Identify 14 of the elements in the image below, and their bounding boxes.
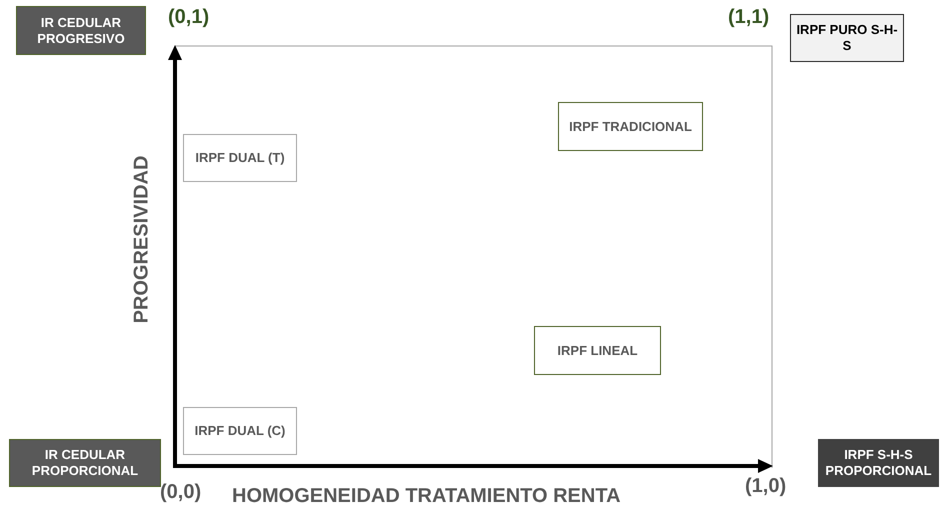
category-box: IRPF DUAL (C) (183, 407, 297, 455)
corner-coordinate: (1,1) (728, 6, 770, 29)
category-box: IRPF S-H-S PROPORCIONAL (818, 439, 939, 487)
corner-coordinate: (0,1) (168, 6, 210, 29)
axis-title: HOMOGENEIDAD TRATAMIENTO RENTA (232, 485, 621, 508)
axis-title: PROGRESIVIDAD (130, 154, 154, 326)
corner-coordinate: (0,0) (160, 481, 202, 504)
category-box: IRPF TRADICIONAL (558, 102, 703, 151)
category-box: IR CEDULAR PROPORCIONAL (9, 439, 161, 487)
category-box: IRPF DUAL (T) (183, 134, 297, 182)
category-box: IR CEDULAR PROGRESIVO (16, 6, 146, 55)
category-box: IRPF LINEAL (534, 326, 661, 375)
corner-coordinate: (1,0) (745, 475, 786, 498)
category-box: IRPF PURO S-H-S (790, 14, 904, 62)
